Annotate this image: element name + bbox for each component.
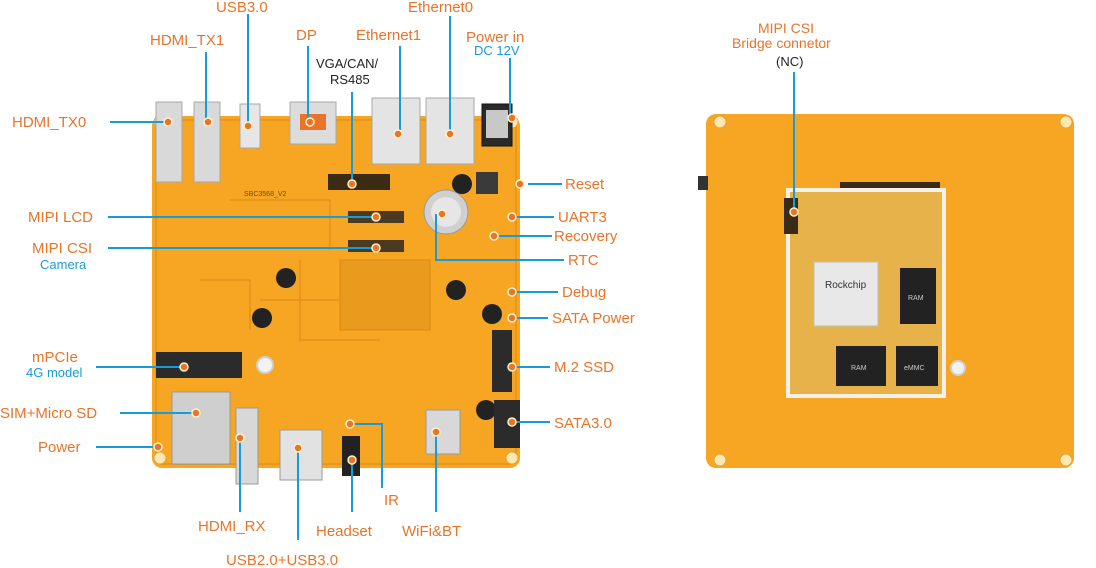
ram-chip-1 bbox=[900, 268, 936, 324]
emmc-chip bbox=[896, 346, 938, 386]
label-headset: Headset bbox=[316, 523, 373, 540]
marker-dots bbox=[153, 113, 799, 465]
label-uart3: UART3 bbox=[558, 209, 607, 226]
front-board: SBC3568_V2 bbox=[152, 97, 520, 485]
label-hdmi-tx0: HDMI_TX0 bbox=[12, 114, 86, 131]
label-vga-line2: RS485 bbox=[330, 72, 370, 87]
svg-text:Rockchip: Rockchip bbox=[825, 280, 867, 291]
svg-text:SBC3568_V2: SBC3568_V2 bbox=[244, 191, 287, 198]
leader-lines bbox=[96, 14, 795, 540]
label-power-in-sub: DC 12V bbox=[474, 43, 520, 58]
label-sim-sd: SIM+Micro SD bbox=[0, 405, 97, 422]
label-sata-power: SATA Power bbox=[552, 310, 635, 327]
label-debug: Debug bbox=[562, 284, 606, 301]
label-reset: Reset bbox=[565, 176, 605, 193]
label-mipi-lcd: MIPI LCD bbox=[28, 209, 93, 226]
label-mpcie-sub: 4G model bbox=[26, 365, 82, 380]
label-mipi-csi: MIPI CSI bbox=[32, 240, 92, 257]
label-m2-ssd: M.2 SSD bbox=[554, 359, 614, 376]
label-power-in: Power in bbox=[466, 29, 524, 46]
label-wifi-bt: WiFi&BT bbox=[402, 523, 461, 540]
label-ethernet1: Ethernet1 bbox=[356, 27, 421, 44]
reset-button-body bbox=[476, 172, 498, 194]
label-dp: DP bbox=[296, 27, 317, 44]
label-sata30: SATA3.0 bbox=[554, 415, 612, 432]
sim-sd-slot bbox=[171, 391, 231, 465]
label-recovery: Recovery bbox=[554, 228, 618, 245]
label-mipi-csi-sub: Camera bbox=[40, 257, 87, 272]
label-mipi-csi-bridge-1: MIPI CSI bbox=[758, 20, 814, 36]
label-power: Power bbox=[38, 439, 81, 456]
label-mpcie: mPCIe bbox=[32, 349, 78, 366]
label-usb-bottom: USB2.0+USB3.0 bbox=[226, 552, 338, 568]
label-nc: (NC) bbox=[776, 54, 803, 69]
wifi-bt-module bbox=[425, 409, 461, 455]
label-vga-line1: VGA/CAN/ bbox=[316, 56, 379, 71]
label-hdmi-tx1: HDMI_TX1 bbox=[150, 32, 224, 49]
back-board: Rockchip RAM RAM eMMC bbox=[698, 114, 1074, 468]
hdmi-tx0-connector bbox=[155, 101, 183, 183]
label-mipi-csi-bridge-2: Bridge connetor bbox=[732, 35, 831, 51]
svg-text:RAM: RAM bbox=[851, 365, 867, 372]
label-usb30-top: USB3.0 bbox=[216, 0, 268, 16]
m2-slot bbox=[492, 330, 512, 392]
labels: USB3.0 HDMI_TX1 DP Ethernet1 Ethernet0 P… bbox=[0, 0, 831, 568]
usb-bottom-connector bbox=[279, 429, 323, 481]
mpcie-slot bbox=[156, 352, 242, 378]
label-hdmi-rx: HDMI_RX bbox=[198, 518, 266, 535]
ram-chip-2 bbox=[836, 346, 886, 386]
label-ir: IR bbox=[384, 492, 399, 509]
label-rtc: RTC bbox=[568, 252, 599, 269]
hdmi-rx-connector bbox=[235, 407, 259, 485]
soc-chip bbox=[813, 261, 879, 327]
svg-text:eMMC: eMMC bbox=[904, 365, 925, 372]
svg-text:RAM: RAM bbox=[908, 295, 924, 302]
label-ethernet0: Ethernet0 bbox=[408, 0, 473, 16]
vga-header bbox=[328, 174, 390, 190]
